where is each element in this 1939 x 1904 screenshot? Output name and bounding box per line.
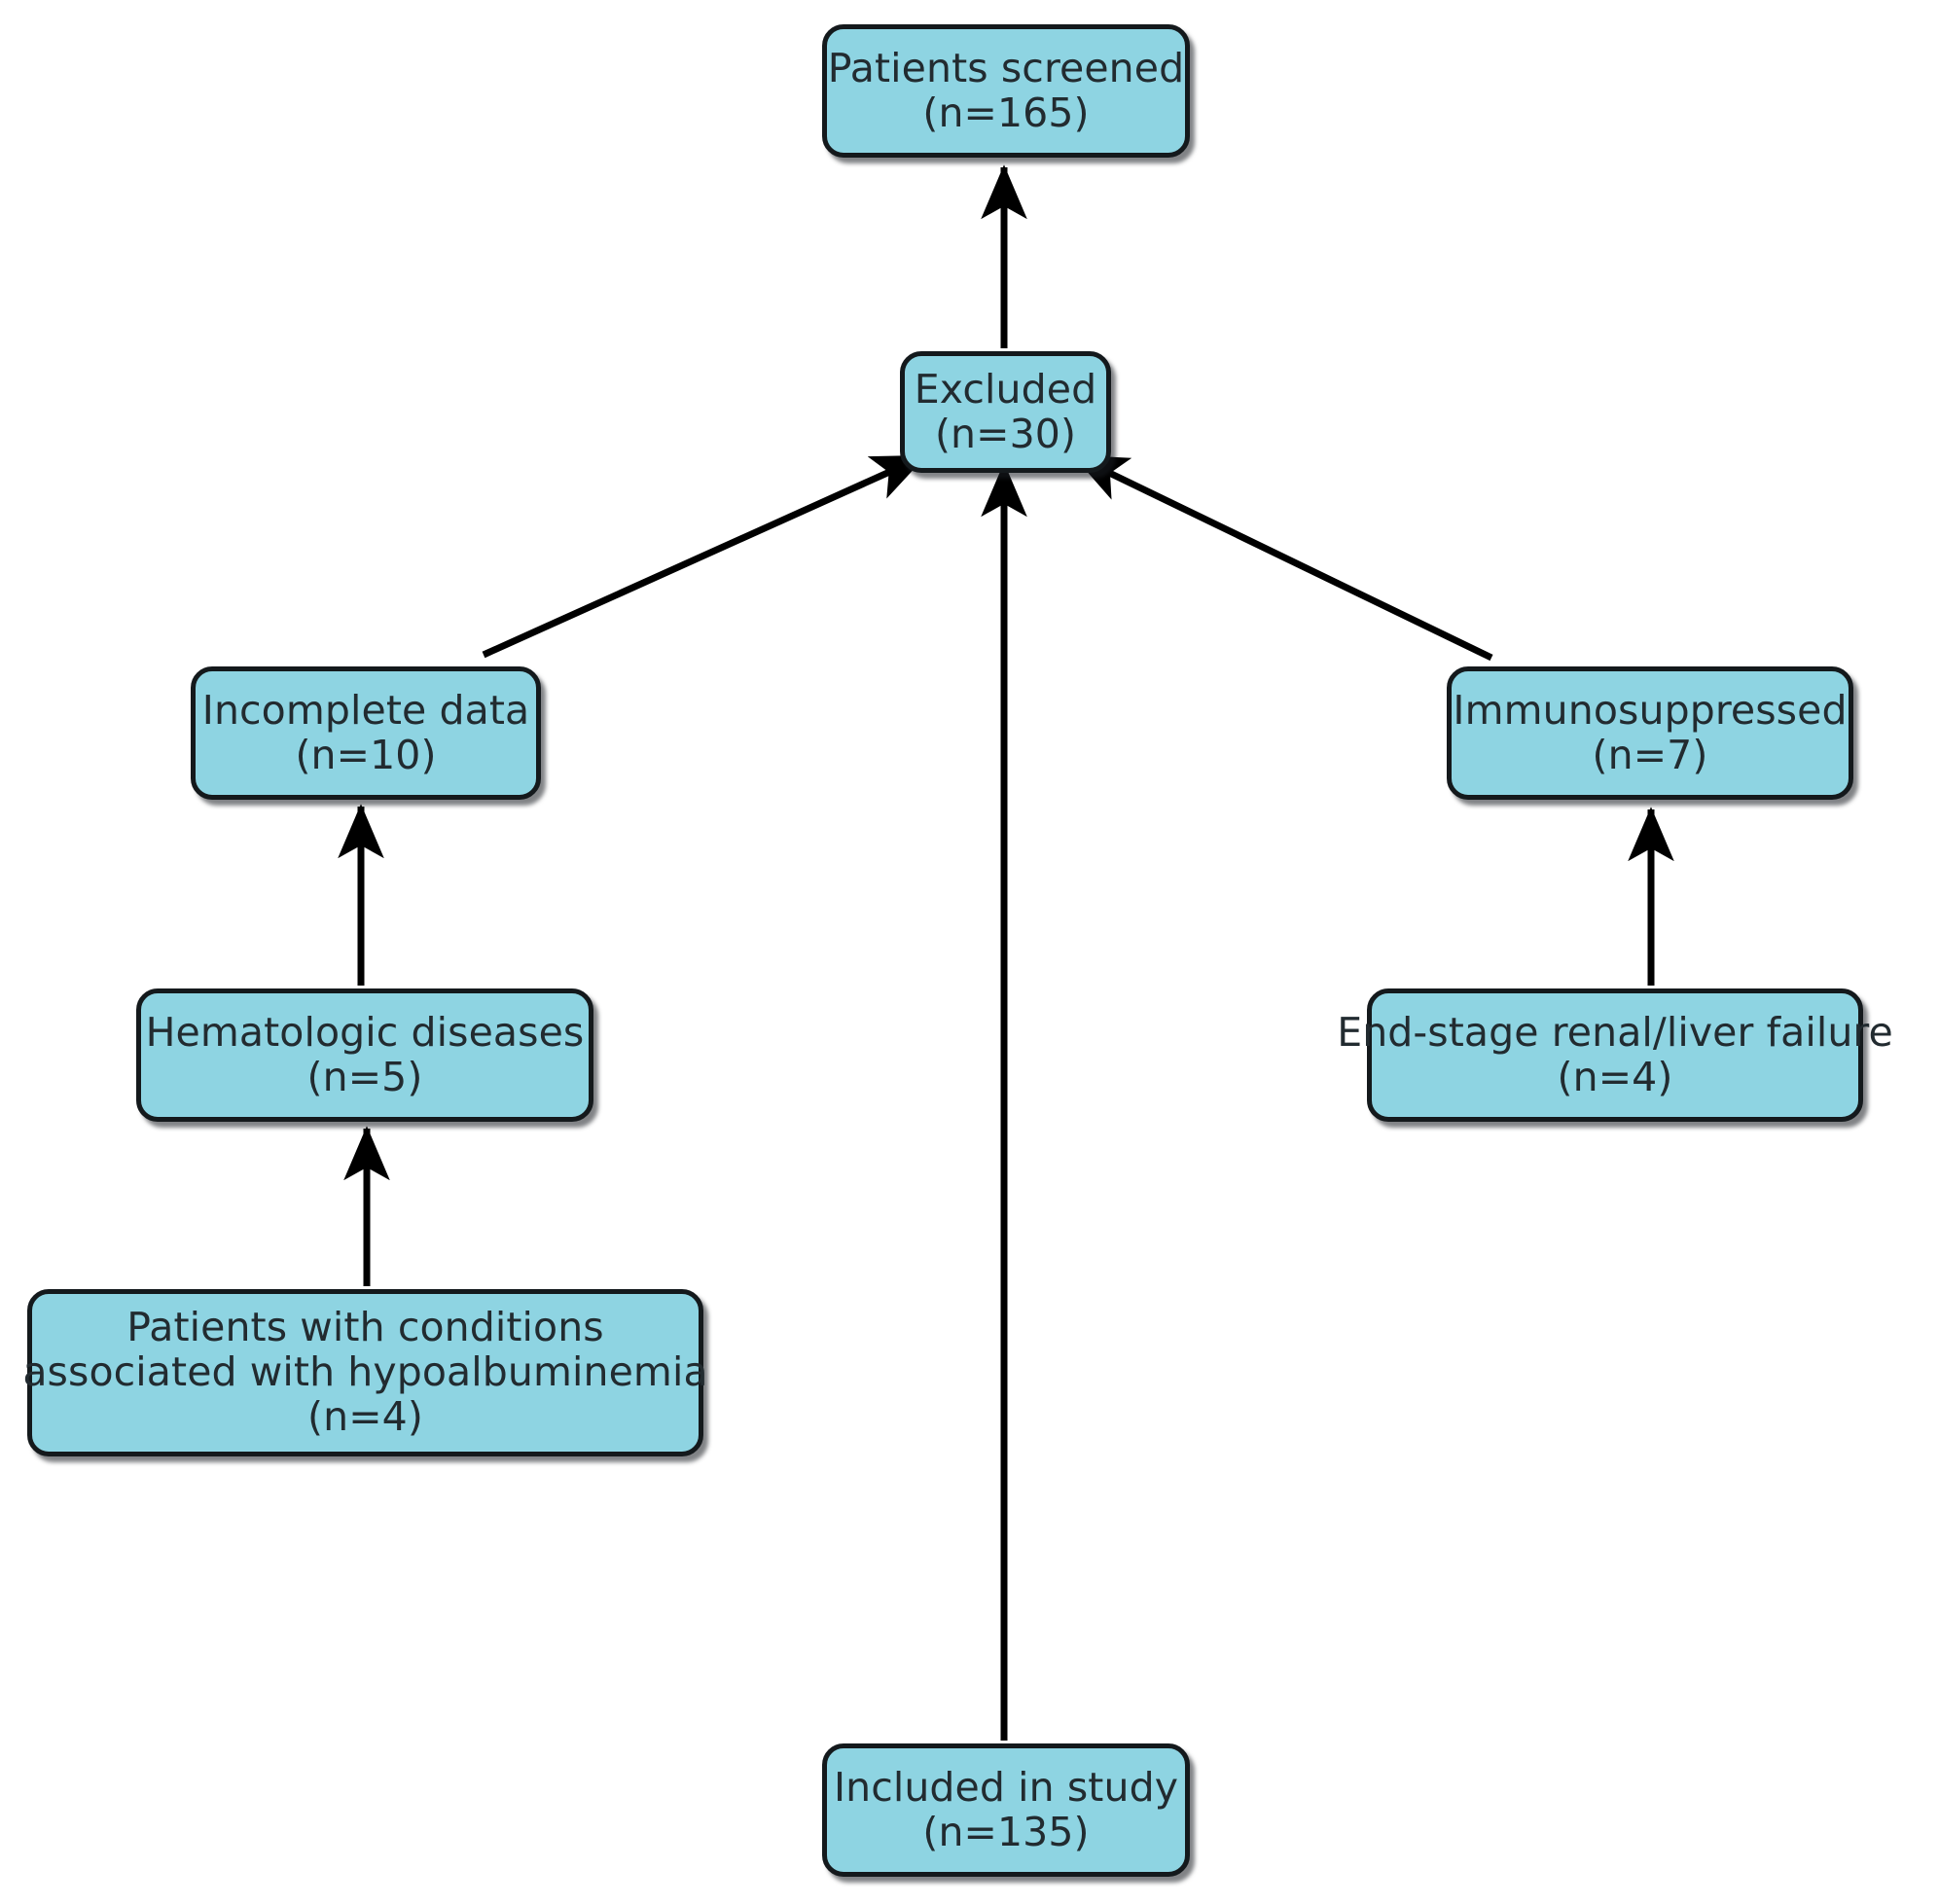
node-label: Excluded [914, 365, 1097, 413]
node-count-label: (n=165) [922, 89, 1090, 136]
node-patients-with-conditions-hypoalbuminemia[interactable]: Patients with conditions associated with… [22, 1289, 708, 1456]
node-end-stage-renal-liver-failure[interactable]: End-stage renal/liver failure (n=4) [1337, 988, 1893, 1122]
node-included-in-study[interactable]: Included in study (n=135) [822, 1743, 1190, 1877]
edge-incomplete-to-excluded [482, 452, 927, 659]
node-count-label: (n=10) [295, 731, 437, 778]
node-label: Incomplete data [201, 686, 530, 734]
node-count-label: (n=135) [922, 1808, 1090, 1855]
node-count-label: (n=4) [1557, 1053, 1673, 1100]
node-immunosuppressed[interactable]: Immunosuppressed (n=7) [1447, 666, 1853, 800]
node-count-label: (n=5) [306, 1053, 423, 1100]
node-incomplete-data[interactable]: Incomplete data (n=10) [191, 666, 541, 800]
edge-immunosuppressed-to-excluded [1072, 452, 1493, 662]
node-label: Patients screened [827, 44, 1185, 91]
node-patients-screened[interactable]: Patients screened (n=165) [822, 24, 1190, 158]
node-count-label: (n=7) [1592, 731, 1708, 778]
node-count-label: (n=4) [307, 1392, 423, 1440]
node-hematologic-diseases[interactable]: Hematologic diseases (n=5) [136, 988, 593, 1122]
node-label: Immunosuppressed [1453, 686, 1848, 734]
node-label-line-1: Patients with conditions [126, 1304, 604, 1351]
node-excluded[interactable]: Excluded (n=30) [900, 351, 1111, 473]
node-label: Included in study [833, 1763, 1179, 1811]
node-label-line-2: associated with hypoalbuminemia [22, 1348, 708, 1396]
node-count-label: (n=30) [934, 410, 1077, 457]
node-label: Hematologic diseases [145, 1008, 585, 1056]
node-label: End-stage renal/liver failure [1337, 1008, 1893, 1056]
